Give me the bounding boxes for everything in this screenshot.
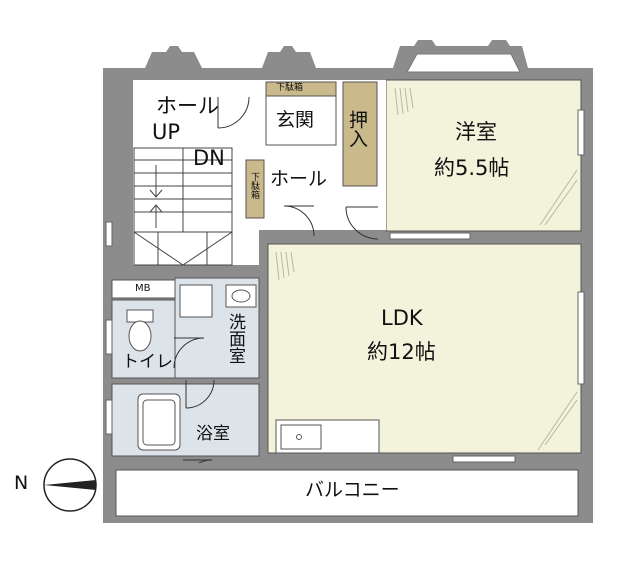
bathtub — [137, 393, 181, 451]
compass-north-label: N — [14, 472, 29, 494]
ldk-size: 約12帖 — [367, 340, 436, 364]
meter-box-label: MB — [135, 283, 151, 294]
entrance-hall-label: ホール — [270, 168, 328, 190]
washroom-label: 洗面室 — [225, 313, 245, 364]
bathroom-label: 浴室 — [196, 424, 230, 444]
balcony-floor — [115, 469, 579, 517]
stairs-up-label: UP — [152, 120, 181, 144]
toilet-bowl — [128, 320, 152, 352]
doors — [173, 96, 379, 490]
balcony-label: バルコニー — [305, 479, 400, 501]
bay-window-middle — [262, 46, 316, 68]
ldk-floor — [267, 243, 582, 454]
sink-drain — [296, 434, 302, 440]
shoe-box-side — [245, 159, 265, 219]
windows — [105, 109, 585, 463]
entrance-label: 玄関 — [276, 109, 315, 131]
basin-bowl — [231, 289, 251, 303]
kitchen-sink — [280, 424, 322, 450]
closet-floor — [342, 81, 378, 187]
wash-basin — [225, 284, 257, 308]
western-room-size: 約5.5帖 — [434, 156, 510, 180]
shoe-box-side-label: 下駄箱 — [249, 172, 259, 199]
staircase — [133, 147, 233, 266]
shoe-box-top — [265, 81, 337, 97]
stair-hall-label: ホール — [156, 94, 219, 118]
bay-window-left — [145, 46, 202, 68]
washing-machine-pan — [179, 284, 213, 318]
shoe-box-top-label: 下駄箱 — [276, 83, 304, 93]
entrance-floor — [265, 95, 337, 146]
closet-label: 押入 — [346, 110, 368, 148]
toilet-label: トイレ — [122, 352, 173, 372]
bay-window-glass — [406, 53, 521, 73]
western-room-label: 洋室 — [455, 120, 497, 144]
ldk-label: LDK — [381, 306, 423, 330]
stairs-down-label: DN — [193, 146, 225, 170]
bathtub-inner — [142, 399, 176, 446]
compass — [43, 458, 97, 512]
light-hatching — [275, 87, 578, 451]
toilet-tank — [126, 309, 154, 323]
meter-box — [111, 279, 176, 299]
